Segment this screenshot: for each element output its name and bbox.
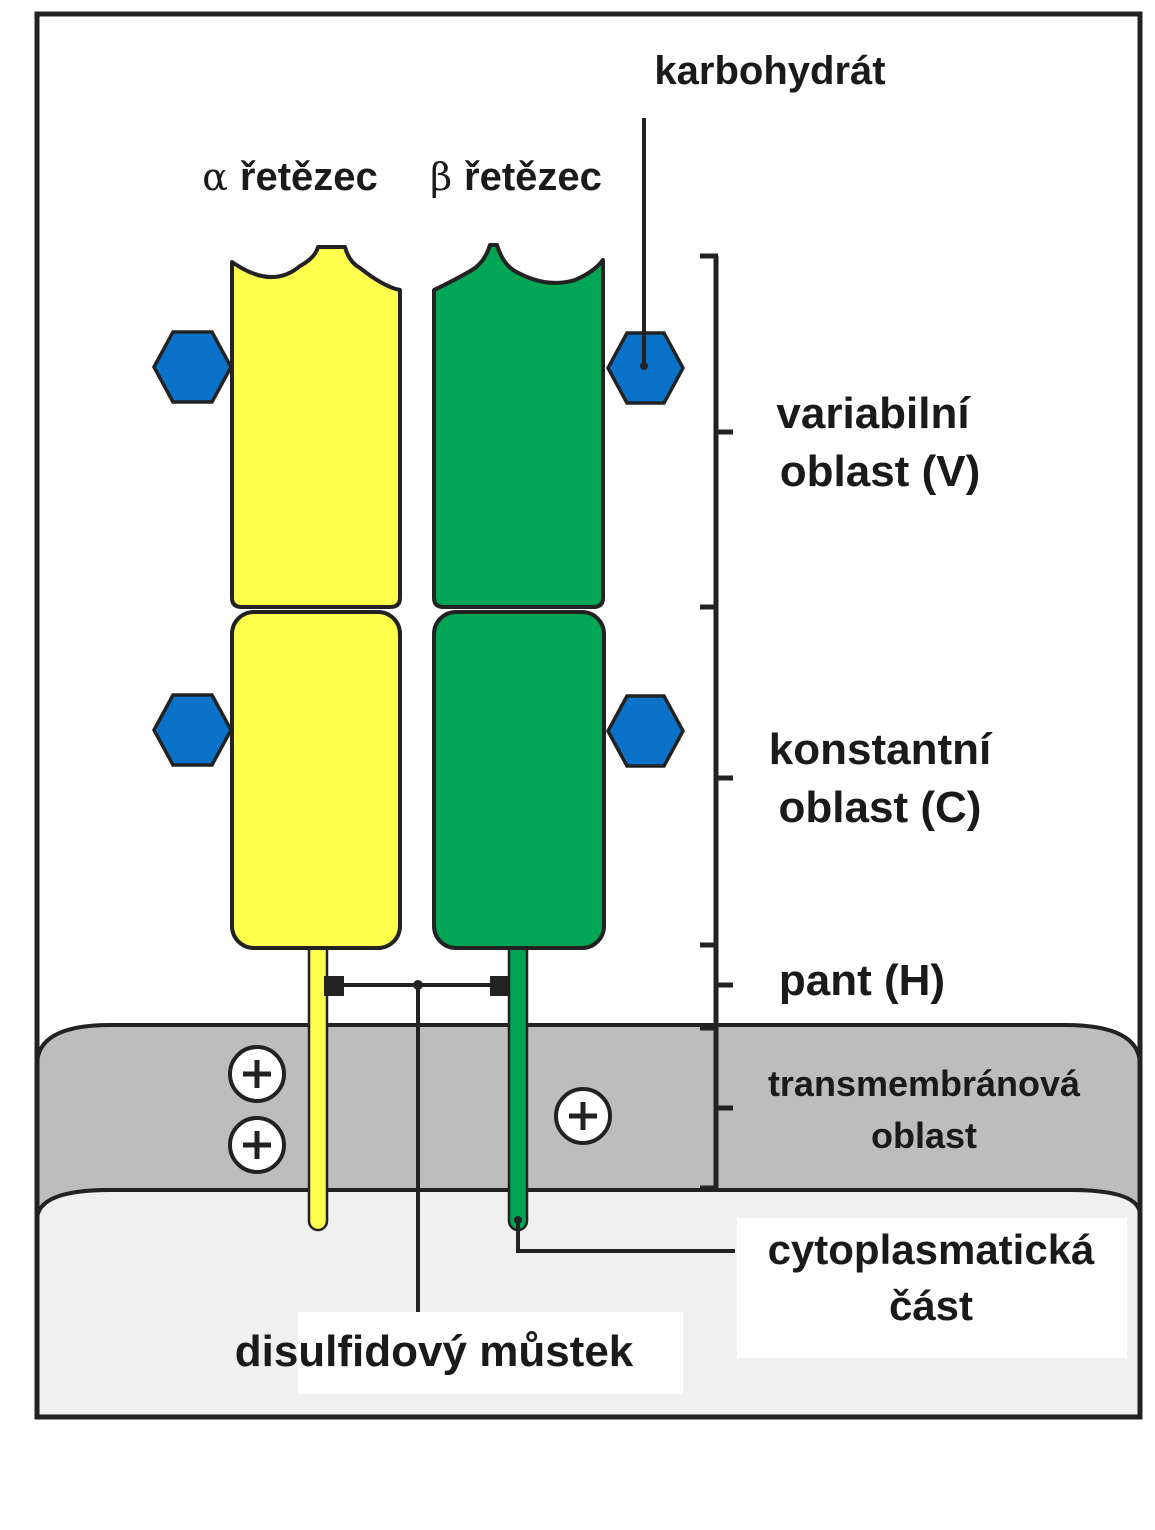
carbohydrate-hexagon-beta-c [606,694,685,768]
beta-variable-domain [432,243,605,609]
positive-charge-3 [554,1087,612,1145]
beta-chain-tail [507,938,529,1232]
label-cytoplasmic-line2: část [889,1282,973,1329]
alpha-constant-domain [230,610,402,950]
label-constant-line1: konstantní [769,725,993,774]
cytoplasmic-pointer-dot [514,1216,522,1224]
label-disulfide-bridge: disulfidový můstek [235,1327,634,1376]
label-cytoplasmic-line1: cytoplasmatická [768,1226,1095,1273]
carbohydrate-hexagon-alpha-v [152,330,233,404]
label-constant-line2: oblast (C) [779,783,982,832]
disulfide-cysteine-alpha [324,976,344,996]
label-variable-line1: variabilní [776,389,971,438]
label-hinge: pant (H) [779,956,945,1005]
label-variable-line2: oblast (V) [780,447,980,496]
label-carbohydrate: karbohydrát [654,49,885,93]
carbohydrate-pointer-dot [640,362,648,370]
frame-border [34,11,1143,1420]
label-transmembrane-line1: transmembránová [768,1063,1081,1104]
positive-charge-2 [228,1116,286,1174]
label-transmembrane-line2: oblast [871,1115,977,1156]
carbohydrate-hexagon-alpha-c [152,693,233,767]
cytoplasmic-label-box [737,1218,1127,1358]
positive-charge-1 [228,1045,286,1103]
label-beta-chain: β řetězec [430,155,602,199]
beta-constant-domain [432,610,606,950]
alpha-variable-domain [230,245,402,609]
label-alpha-chain: α řetězec [202,155,378,199]
region-bracket [700,253,733,1191]
disulfide-cysteine-beta [490,976,510,996]
disulfide-label-box [298,1312,683,1394]
